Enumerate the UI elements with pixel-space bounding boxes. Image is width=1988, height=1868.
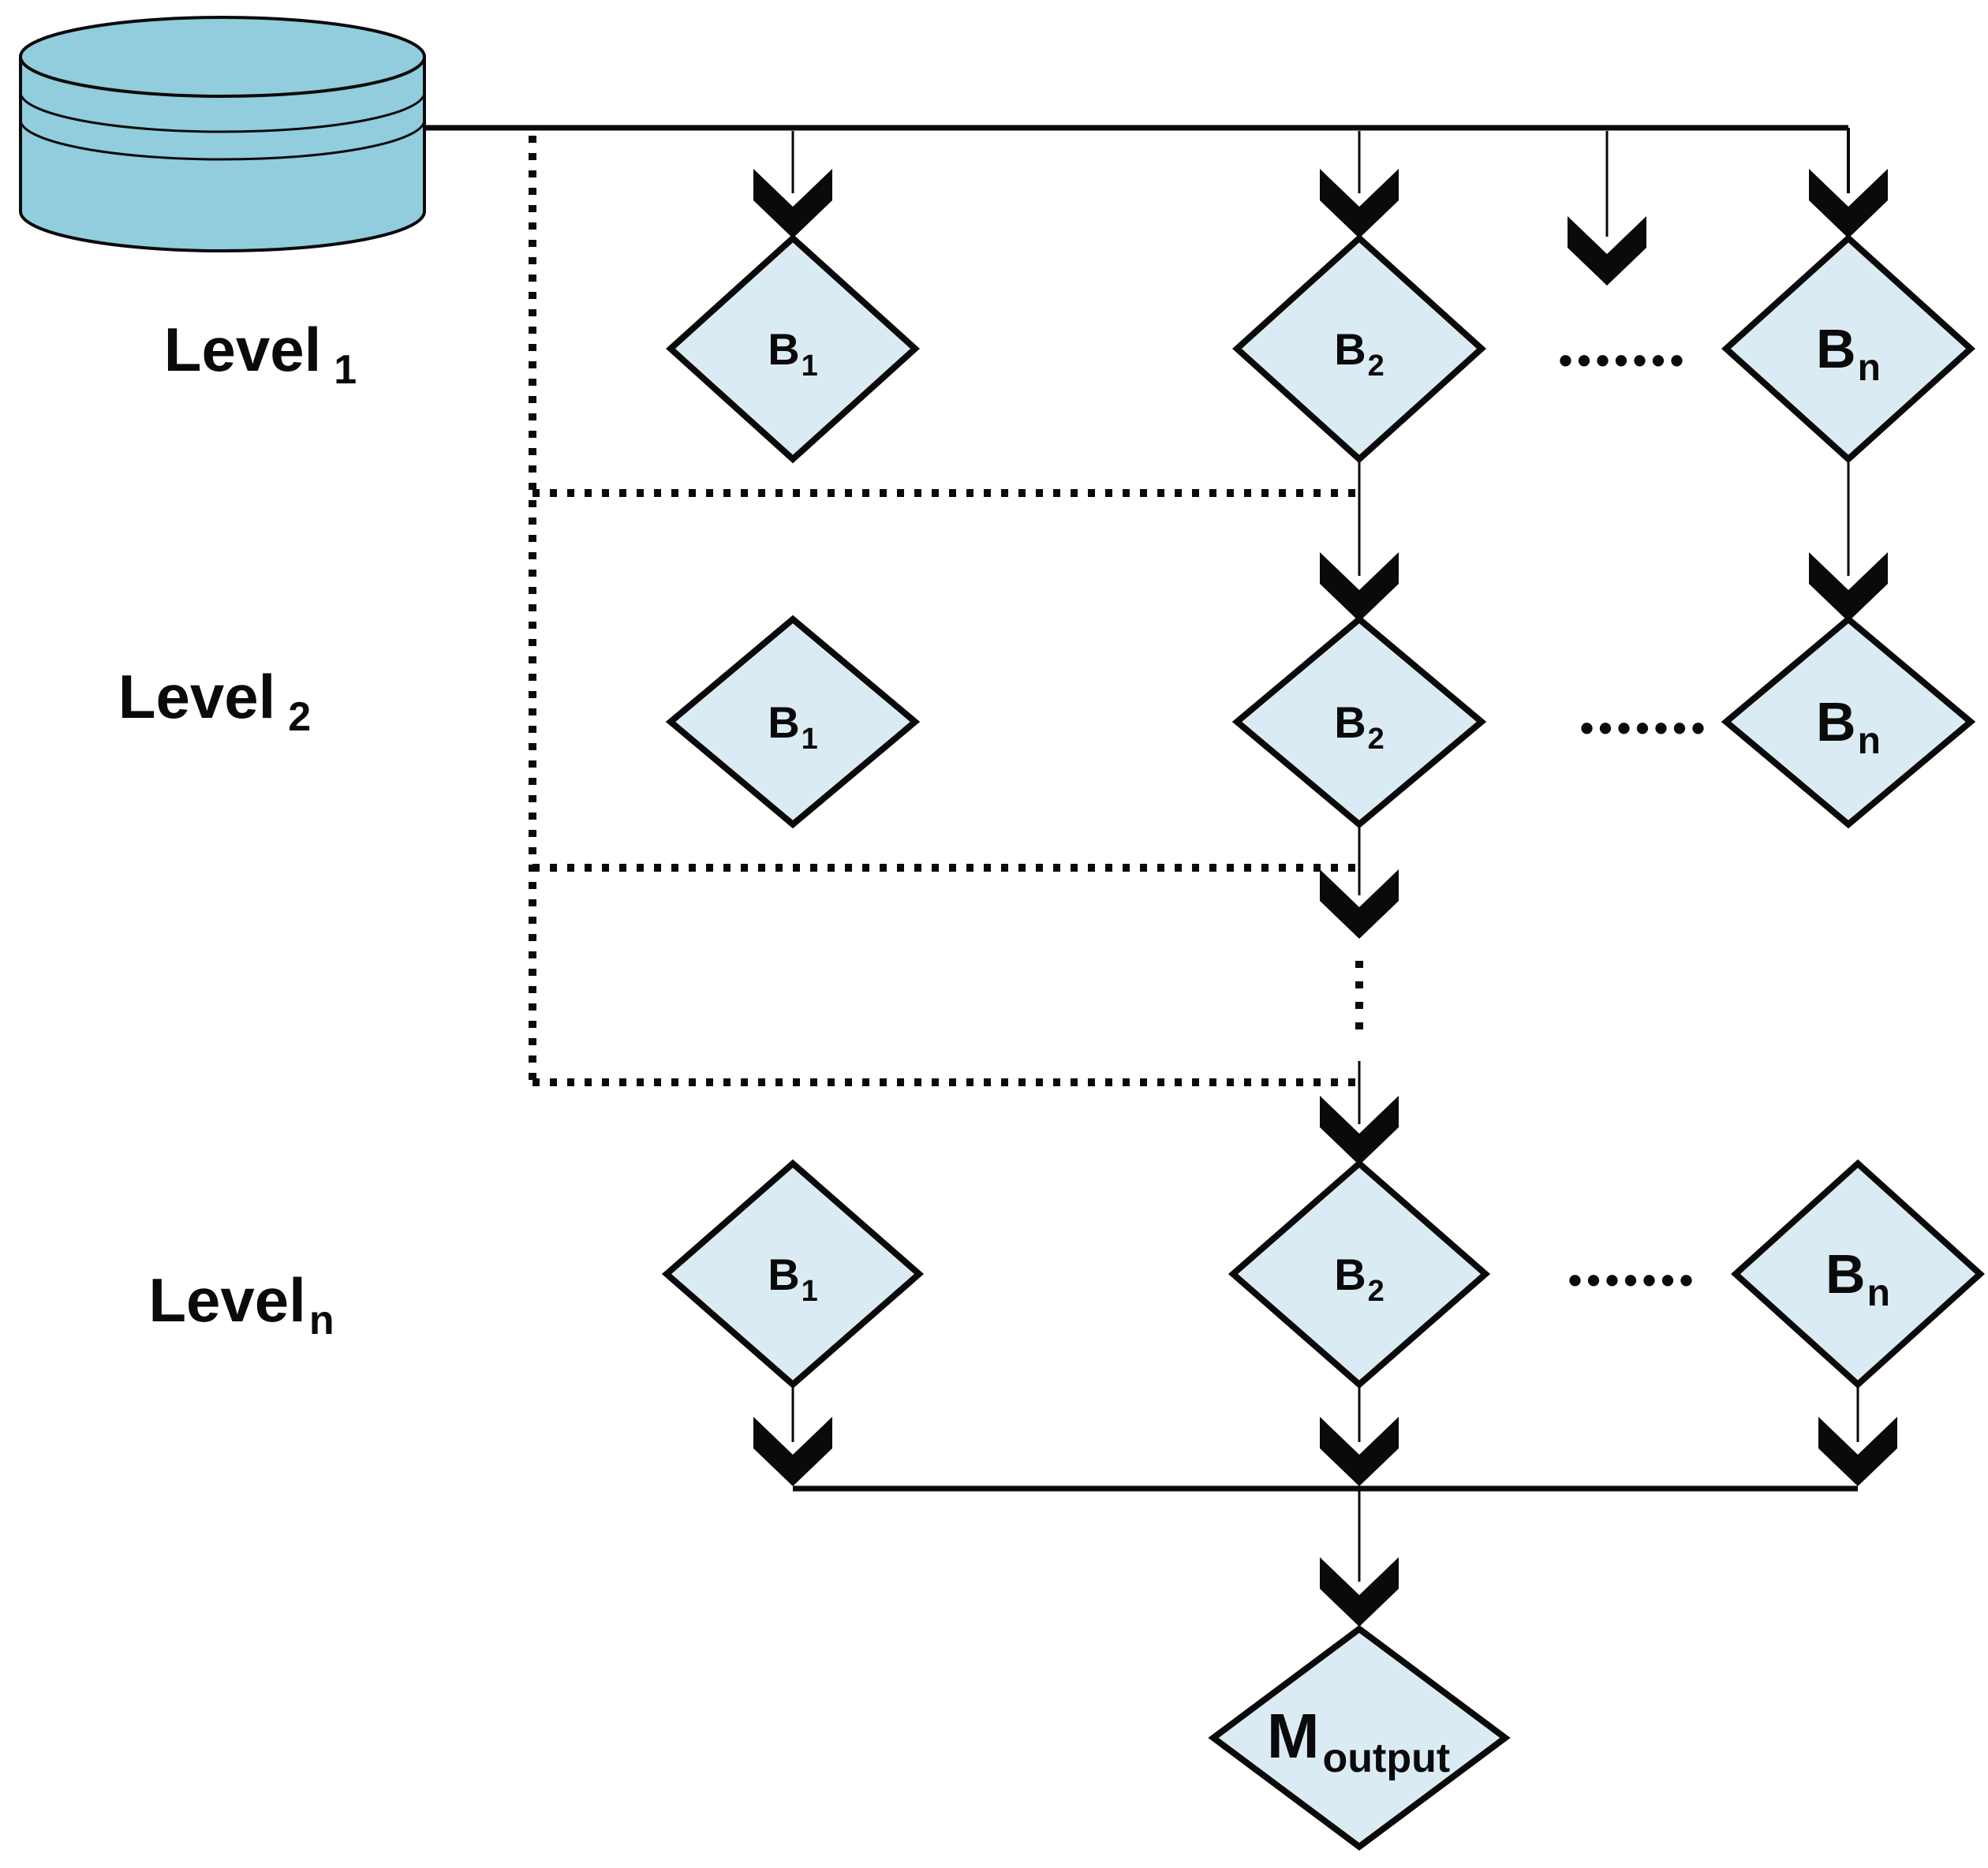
level-2-row: B1 B2 ••••••• Bn	[665, 615, 1976, 829]
diamond-b2-level2-label: B2	[1334, 697, 1384, 756]
diamond-b2-level2	[1231, 615, 1487, 829]
cylinder-band-1	[19, 92, 426, 133]
diamond-b2-leveln-label: B2	[1334, 1250, 1384, 1308]
cylinder-band-2	[19, 119, 426, 161]
diamond-b1-level1	[666, 234, 920, 464]
ellipsis-level2: •••••••	[1580, 706, 1710, 750]
diamond-bn-level2-label: Bn	[1816, 691, 1881, 762]
diamond-b1-leveln-label: B1	[768, 1250, 818, 1308]
level-n-row: B1 B2 ••••••• Bn	[661, 1159, 1985, 1389]
diamond-b1-level1-label: B1	[768, 324, 818, 383]
diamond-m-output-label: Moutput	[1267, 1701, 1450, 1781]
diamond-b2-level1	[1232, 234, 1486, 464]
level-n-label: Leveln	[148, 1265, 334, 1343]
database-cylinder-icon	[19, 16, 426, 252]
diamond-b1-level2-label: B1	[768, 697, 818, 756]
ellipsis-level1: •••••••	[1559, 338, 1689, 383]
level-1-row: B1 B2 ••••••• Bn	[666, 234, 1975, 464]
diamond-b2-level1-label: B2	[1334, 324, 1384, 383]
diamond-bn-level1-label: Bn	[1816, 318, 1881, 389]
diamond-b1-level2	[665, 615, 921, 829]
diamond-bn-level2	[1721, 615, 1976, 829]
diamond-m-output	[1208, 1625, 1511, 1851]
cylinder-body	[19, 55, 426, 252]
ellipsis-leveln: •••••••	[1568, 1258, 1698, 1302]
diamond-b2-leveln	[1228, 1159, 1491, 1389]
diamond-bn-leveln-label: Bn	[1825, 1243, 1890, 1314]
diamond-bn-level1	[1721, 234, 1975, 464]
cylinder-top	[19, 16, 426, 98]
